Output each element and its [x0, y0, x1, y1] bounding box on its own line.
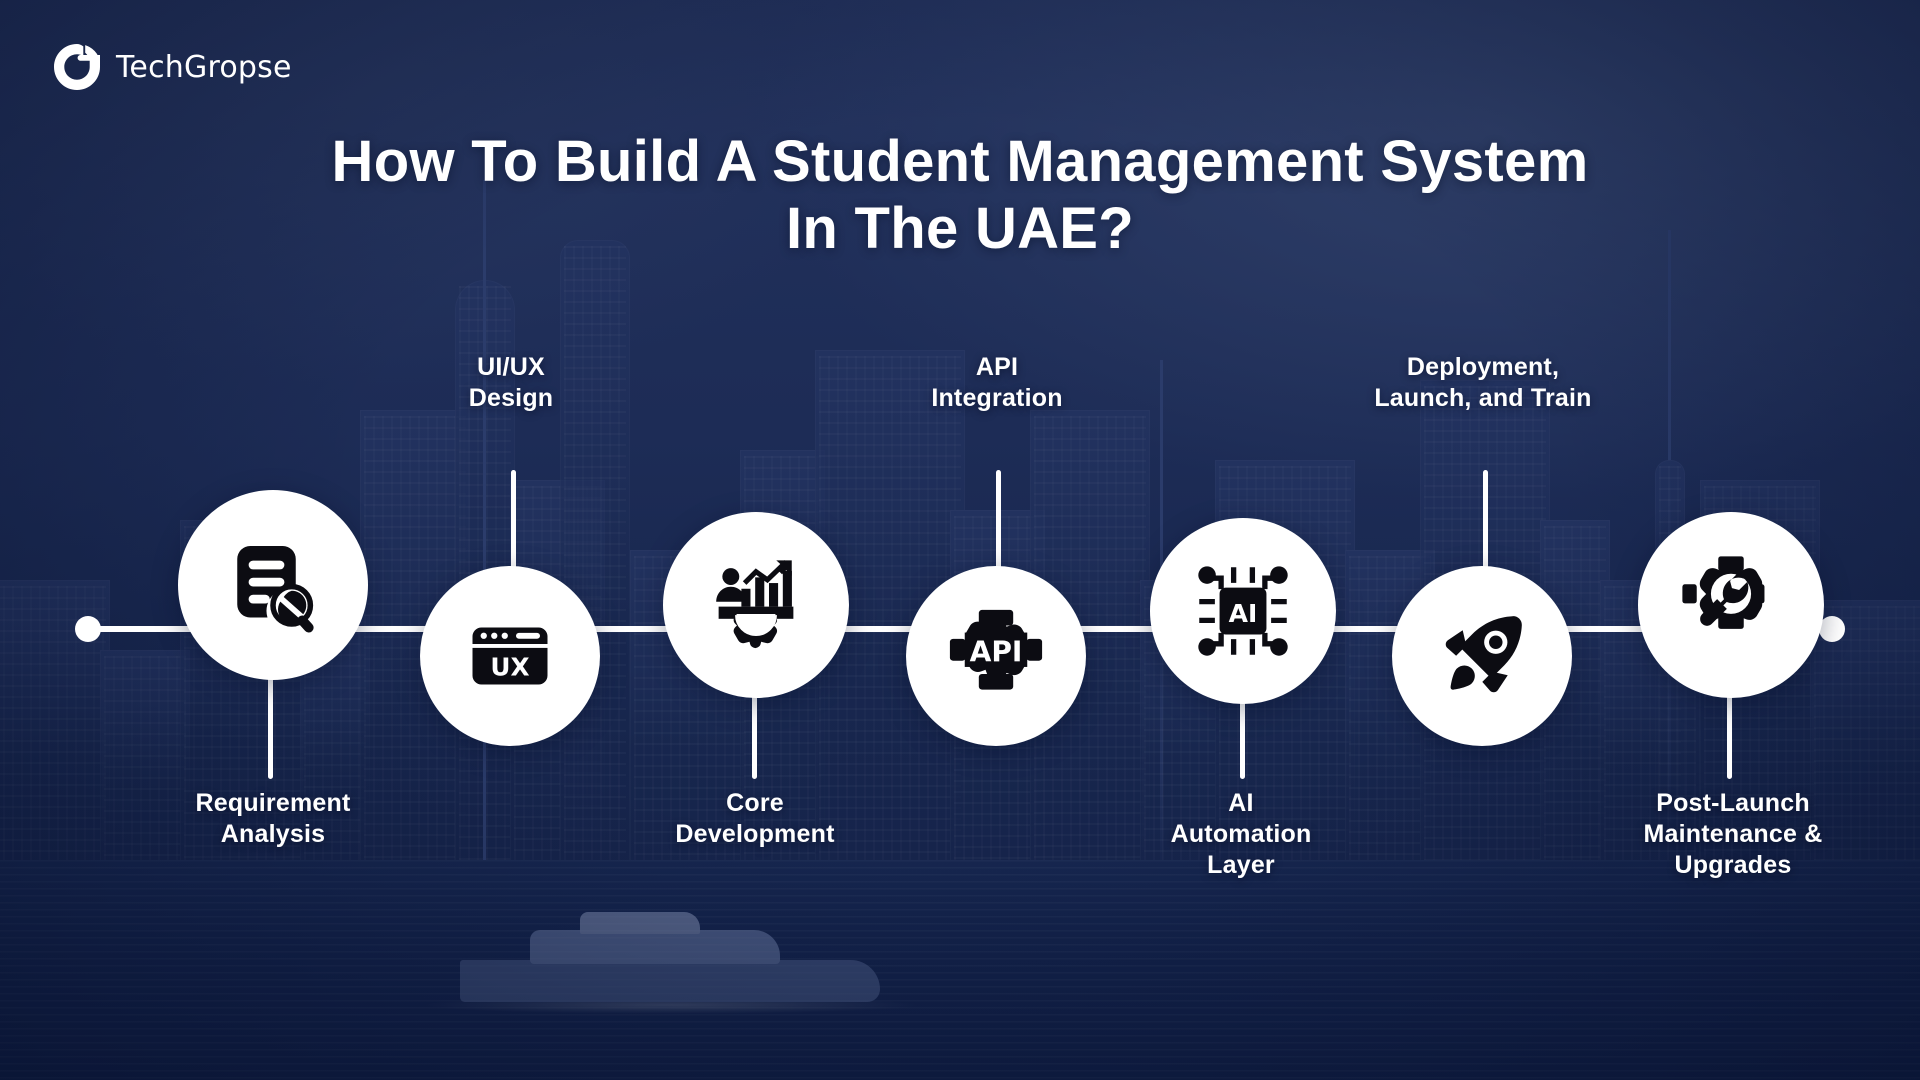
step-3-node[interactable] [663, 512, 849, 698]
step-4-node[interactable]: API [906, 566, 1086, 746]
gear-chart-growth-icon [704, 553, 808, 657]
step-7-label: Post-Launch Maintenance & Upgrades [1643, 789, 1823, 879]
svg-text:UX: UX [490, 653, 529, 682]
svg-text:AI: AI [1229, 599, 1258, 628]
step-2-stem [511, 470, 516, 630]
step-5-label: AI Automation Layer [1170, 789, 1312, 879]
techgropse-g-logo-icon [52, 42, 102, 92]
rocket-icon [1433, 607, 1531, 705]
svg-text:API: API [970, 635, 1023, 668]
step-7-node[interactable] [1638, 512, 1824, 698]
timeline-end-dot [1819, 616, 1845, 642]
ai-chip-icon: AI [1193, 561, 1293, 661]
document-magnifier-icon [221, 533, 325, 637]
step-4-stem [996, 470, 1001, 630]
step-1-node[interactable] [178, 490, 368, 680]
timeline-start-dot [75, 616, 101, 642]
step-6-node[interactable] [1392, 566, 1572, 746]
step-4-label: API Integration [931, 353, 1063, 412]
step-7-stem [1727, 629, 1732, 779]
gear-api-icon: API [946, 606, 1046, 706]
step-6-label: Deployment, Launch, and Train [1374, 353, 1592, 412]
step-1-stem [268, 629, 273, 779]
step-2-label: UI/UX Design [468, 353, 554, 412]
step-1-label: Requirement Analysis [195, 789, 351, 848]
step-6-stem [1483, 470, 1488, 630]
step-3-label: Core Development [675, 789, 835, 848]
brand-name: TechGropse [116, 49, 292, 85]
step-2-node[interactable]: UX [420, 566, 600, 746]
step-5-stem [1240, 629, 1245, 779]
browser-ux-window-icon: UX [462, 608, 558, 704]
page-title: How To Build A Student Management System… [331, 129, 1589, 262]
gear-wrench-icon [1680, 554, 1782, 656]
step-5-node[interactable]: AI [1150, 518, 1336, 704]
brand-logo[interactable]: TechGropse [52, 42, 292, 92]
step-3-stem [752, 629, 757, 779]
